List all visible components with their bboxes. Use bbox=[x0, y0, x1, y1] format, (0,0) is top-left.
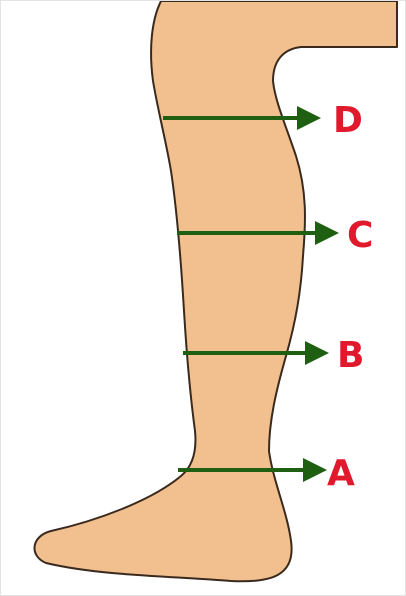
leg-shape bbox=[35, 1, 397, 581]
label-a: A bbox=[327, 453, 355, 494]
label-c: C bbox=[347, 215, 373, 256]
label-b: B bbox=[337, 335, 364, 376]
label-d: D bbox=[333, 100, 363, 141]
